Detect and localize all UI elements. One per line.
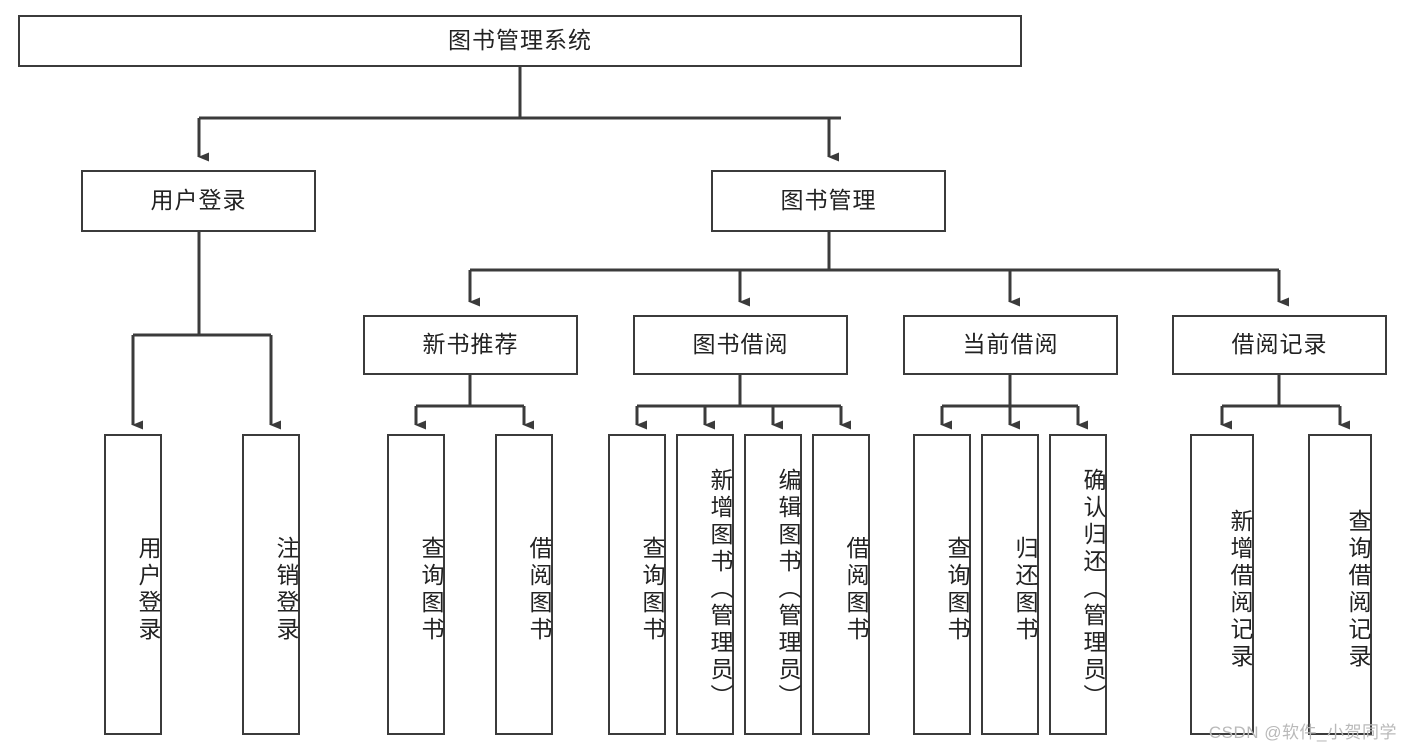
leaf-user-login[interactable]: 用户登录 <box>104 434 162 735</box>
leaf-borrow-edit-book[interactable]: 编辑图书（管理员） <box>744 434 802 735</box>
node-label: 借阅图书 <box>843 535 869 644</box>
node-label: 查询图书 <box>944 535 970 644</box>
node-label: 新增图书（管理员） <box>707 468 733 711</box>
node-label: 编辑图书（管理员） <box>775 468 801 711</box>
node-label: 借阅记录 <box>1231 331 1328 358</box>
node-current-borrow[interactable]: 当前借阅 <box>903 315 1118 375</box>
leaf-records-query-record[interactable]: 查询借阅记录 <box>1308 434 1372 735</box>
node-label: 图书管理 <box>780 187 877 214</box>
node-label: 借阅图书 <box>526 535 552 644</box>
leaf-current-query-book[interactable]: 查询图书 <box>913 434 971 735</box>
node-user-login[interactable]: 用户登录 <box>81 170 316 232</box>
node-book-borrow[interactable]: 图书借阅 <box>633 315 848 375</box>
node-label: 确认归还（管理员） <box>1080 468 1106 711</box>
leaf-current-confirm-return[interactable]: 确认归还（管理员） <box>1049 434 1107 735</box>
node-label: 用户登录 <box>150 187 247 214</box>
node-new-book-recommend[interactable]: 新书推荐 <box>363 315 578 375</box>
node-label: 图书借阅 <box>692 331 789 358</box>
leaf-user-logout[interactable]: 注销登录 <box>242 434 300 735</box>
node-label: 用户登录 <box>135 535 161 644</box>
node-label: 归还图书 <box>1012 535 1038 644</box>
node-root-system[interactable]: 图书管理系统 <box>18 15 1022 67</box>
node-label: 图书管理系统 <box>448 27 592 54</box>
node-label: 当前借阅 <box>962 331 1059 358</box>
leaf-new-book-query[interactable]: 查询图书 <box>387 434 445 735</box>
watermark-label: CSDN @软件_小贺同学 <box>1208 723 1397 742</box>
leaf-borrow-add-book[interactable]: 新增图书（管理员） <box>676 434 734 735</box>
leaf-borrow-query-book[interactable]: 查询图书 <box>608 434 666 735</box>
node-label: 查询借阅记录 <box>1345 508 1371 671</box>
node-book-management[interactable]: 图书管理 <box>711 170 946 232</box>
node-label: 新增借阅记录 <box>1227 508 1253 671</box>
node-borrow-records[interactable]: 借阅记录 <box>1172 315 1387 375</box>
node-label: 查询图书 <box>418 535 444 644</box>
leaf-new-book-borrow[interactable]: 借阅图书 <box>495 434 553 735</box>
leaf-borrow-borrow-book[interactable]: 借阅图书 <box>812 434 870 735</box>
leaf-records-add-record[interactable]: 新增借阅记录 <box>1190 434 1254 735</box>
leaf-current-return-book[interactable]: 归还图书 <box>981 434 1039 735</box>
node-label: 注销登录 <box>273 535 299 644</box>
node-label: 新书推荐 <box>422 331 519 358</box>
node-label: 查询图书 <box>639 535 665 644</box>
